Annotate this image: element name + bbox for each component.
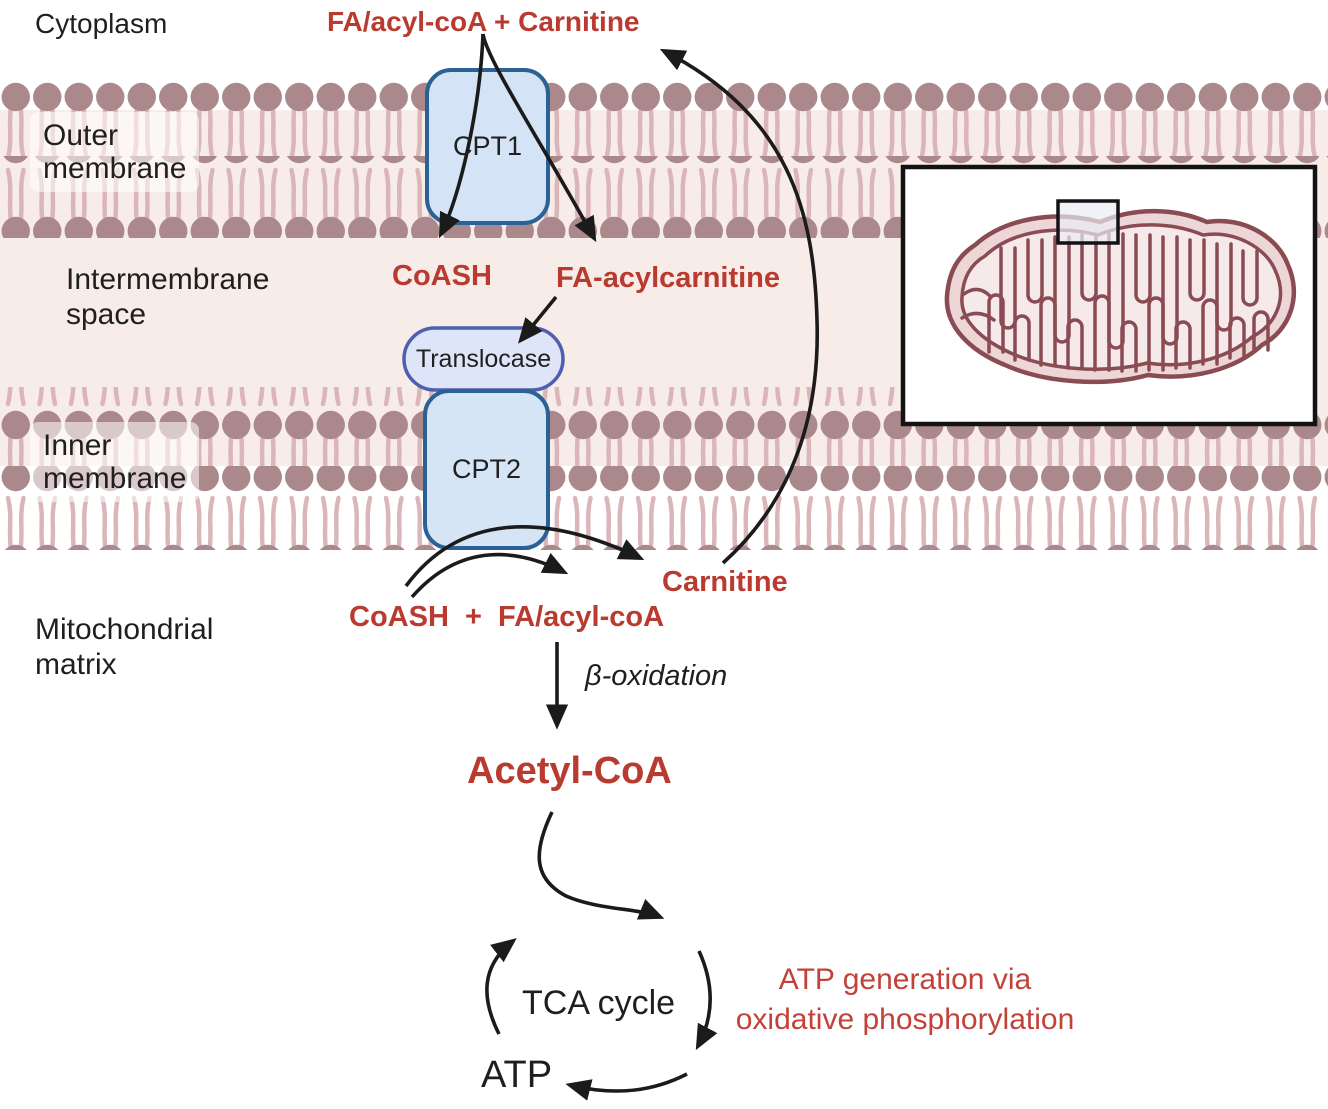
atp-generation-label: ATP generation via oxidative phosphoryla… [735,963,1075,1036]
cytoplasm-label: Cytoplasm [35,8,168,39]
tca-cycle-right-arc [695,950,718,1051]
acetyl-coa-label: Acetyl-CoA [467,750,672,792]
tca-cycle-left-arc [485,938,517,1035]
arrow-acetylcoa-to-tca [537,811,665,920]
cpt2-label: CPT2 [451,454,522,484]
fa-acylcarnitine-label: FA-acylcarnitine [556,262,781,294]
tca-cycle-bottom-arc [565,1072,688,1101]
mitochondrial-matrix-label: Mitochondrial matrix [35,613,214,681]
arrow-carnitine-return [659,48,820,565]
mitochondrion-illustration [944,199,1297,385]
cpt1-label: CPT1 [452,131,523,161]
carnitine-label: Carnitine [662,566,788,598]
zoom-region-box [1056,199,1120,245]
atp-label: ATP [481,1054,553,1096]
beta-oxidation-label: β-oxidation [585,660,728,692]
arrow-cpt2-to-carnitine [404,525,645,588]
coash-label: CoASH [392,260,492,292]
inner-membrane-label: Inner membrane [30,422,200,502]
translocase-label: Translocase [415,344,552,373]
outer-membrane-top-leaflet [0,80,1328,162]
mitochondrion-cristae [960,232,1270,373]
matrix-reaction-label: CoASH + FA/acyl-coA [349,601,665,633]
arrow-substrates-to-acylcarnitine [481,33,597,243]
cpt2-protein [423,389,550,550]
tca-cycle-label: TCA cycle [522,984,676,1022]
reaction-arrows [404,33,820,1101]
arrow-cpt2-to-matrix-products [410,552,569,599]
inner-membrane-bottom-leaflet [0,466,1328,550]
arrow-substrates-to-coash [438,33,485,239]
intermembrane-space-label: Intermembrane space [66,263,270,331]
arrow-acylcarnitine-to-translocase [518,295,558,344]
top-reaction-label: FA/acyl-coA + Carnitine [327,6,640,37]
mitochondrion-inset [900,164,1318,427]
outer-membrane-label: Outer membrane [30,112,200,192]
